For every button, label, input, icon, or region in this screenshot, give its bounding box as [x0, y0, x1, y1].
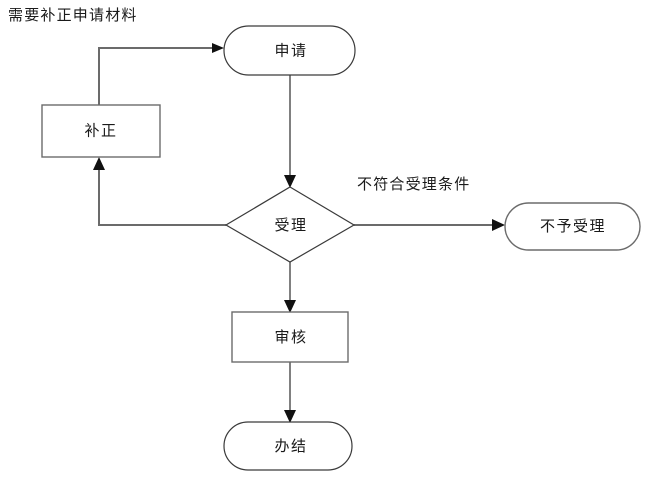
edge-path: [98, 166, 226, 226]
node-shape-rectangle: [231, 311, 349, 363]
node-shouli[interactable]: 受理: [224, 186, 356, 263]
node-shape-rounded-rectangle: [504, 202, 641, 251]
edge-buzheng-to-shenqing: [98, 43, 224, 105]
arrow-head-icon: [212, 43, 224, 53]
edge-shouli-to-shenhe: [284, 262, 296, 313]
node-label-shenhe: 审核: [274, 329, 307, 346]
node-label-shenqing: 申请: [274, 42, 307, 59]
edge-label-reject-condition: 不符合受理条件: [357, 176, 470, 193]
arrow-head-icon: [93, 157, 105, 170]
note-need-supplement-materials: 需要补正申请材料: [8, 7, 138, 24]
node-shape-rounded-rectangle: [223, 421, 353, 471]
arrow-head-icon: [284, 175, 296, 188]
node-shape-rectangle: [41, 104, 161, 158]
edge-path: [98, 47, 216, 105]
node-label-shouli: 受理: [274, 217, 307, 234]
edge-shenqing-to-shouli: [284, 75, 296, 188]
node-buzheng[interactable]: 补正: [41, 104, 161, 158]
node-label-banjie: 办结: [274, 438, 307, 455]
node-shenqing[interactable]: 申请: [223, 25, 356, 76]
node-shape-diamond: [224, 186, 356, 263]
node-label-buzheng: 补正: [84, 122, 117, 139]
edge-shouli-to-buyushouli: [354, 219, 505, 231]
node-banjie[interactable]: 办结: [223, 421, 353, 471]
arrow-head-icon: [284, 410, 296, 423]
arrow-head-icon: [492, 219, 505, 231]
node-label-buyushouli: 不予受理: [540, 218, 606, 235]
edge-shenhe-to-banjie: [284, 362, 296, 423]
arrow-head-icon: [284, 300, 296, 313]
node-shape-rounded-rectangle: [223, 25, 356, 76]
node-buyushouli[interactable]: 不予受理: [504, 202, 641, 251]
edge-shouli-to-buzheng: [93, 157, 226, 226]
node-shenhe[interactable]: 审核: [231, 311, 349, 363]
